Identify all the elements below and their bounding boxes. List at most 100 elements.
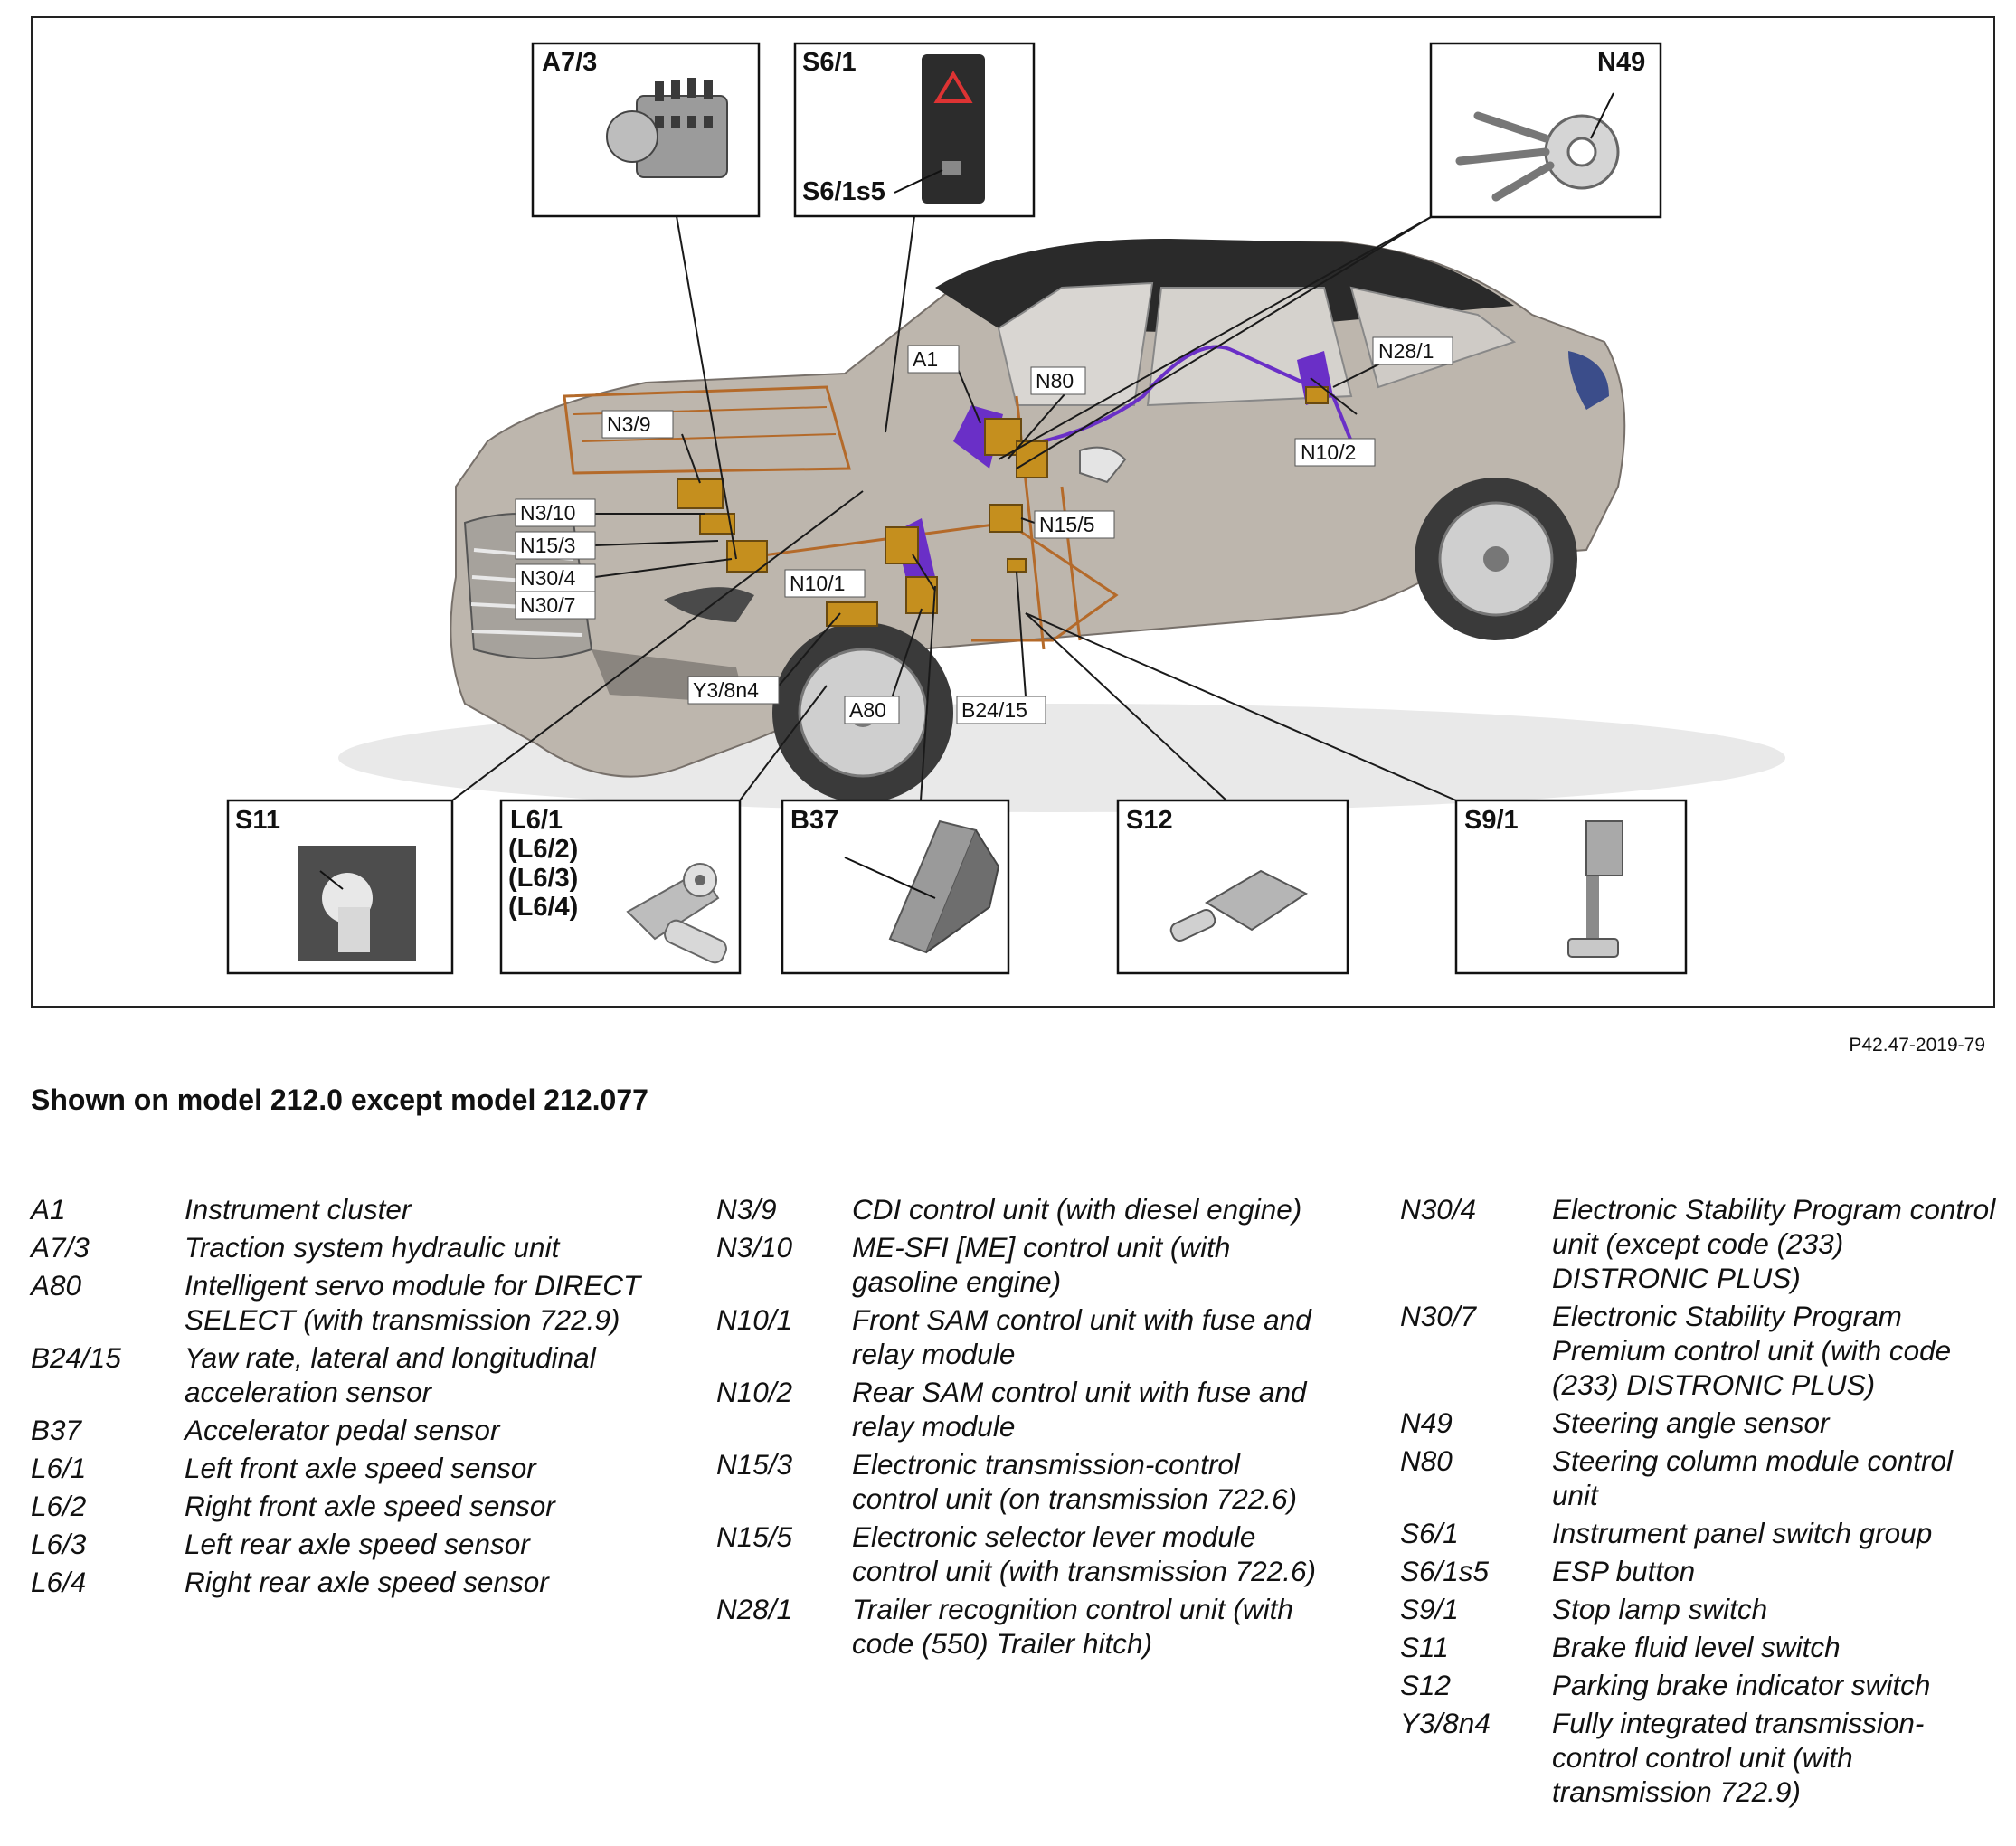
legend-description: Electronic transmission-control control … [852,1448,1297,1515]
legend-description: Brake fluid level switch [1552,1631,1841,1663]
legend-description: Fully integrated transmission-control co… [1552,1707,1925,1808]
legend-code: A1 [31,1193,66,1226]
legend-description: Right front axle speed sensor [185,1490,555,1522]
legend-description: Yaw rate, lateral and longitudinal accel… [185,1341,596,1408]
legend-code: N28/1 [716,1593,793,1625]
legend-description: Trailer recognition control unit (with c… [852,1593,1293,1660]
legend-description: Left rear axle speed sensor [185,1528,530,1560]
legend-code: L6/1 [31,1452,87,1484]
legend-description: Electronic Stability Program control uni… [1552,1193,1996,1294]
legend-item: S11 Brake fluid level switch [1400,1630,1997,1664]
legend-code: N10/2 [716,1376,793,1408]
legend-code: N49 [1400,1406,1453,1439]
box-l6-label-4: (L6/4) [508,893,578,922]
vehicle-callouts: A1 N80 N28/1 N10/2 N3/9 N3/10 N15/3 N30/… [515,336,1453,724]
box-s11: S11 [226,799,454,975]
legend-description: CDI control unit (with diesel engine) [852,1193,1302,1226]
legend-description: Electronic Stability Program Premium con… [1552,1300,1952,1401]
legend-description: Electronic selector lever module control… [852,1520,1316,1587]
legend-description: Right rear axle speed sensor [185,1566,549,1598]
legend-description: Instrument cluster [185,1193,412,1226]
callout-n28-1: N28/1 [1378,339,1434,363]
legend-code: B37 [31,1414,82,1446]
legend-description: Rear SAM control unit with fuse and rela… [852,1376,1307,1443]
legend-code: N15/5 [716,1520,793,1553]
box-s11-label: S11 [235,806,280,835]
legend-description: Steering angle sensor [1552,1406,1830,1439]
callout-n10-1: N10/1 [790,572,845,595]
legend-item: A7/3 Traction system hydraulic unit [31,1230,646,1264]
callout-a80: A80 [849,698,886,722]
legend-code: B24/15 [31,1341,121,1374]
box-l6-label-1: L6/1 [510,806,563,835]
callout-n10-2: N10/2 [1301,440,1356,464]
legend-description: Steering column module control unit [1552,1444,1953,1511]
legend-code: L6/2 [31,1490,87,1522]
legend-item: A1 Instrument cluster [31,1192,646,1226]
box-l6-label-3: (L6/3) [508,864,578,893]
car-illustration [338,238,1785,812]
accelerator-pedal-image [844,819,1000,954]
parking-brake-switch-image [1169,869,1308,942]
legend-code: S11 [1400,1631,1449,1663]
legend-code: A7/3 [31,1231,90,1264]
steering-angle-sensor-image [1455,92,1620,202]
legend-code: N3/9 [716,1193,777,1226]
legend-description: Traction system hydraulic unit [185,1231,560,1264]
callout-a1: A1 [913,347,938,371]
legend-description: ESP button [1552,1555,1696,1587]
legend-item: S9/1 Stop lamp switch [1400,1592,1997,1626]
legend-item: Y3/8n4 Fully integrated transmission-cont… [1400,1706,1997,1809]
callout-n15-3: N15/3 [520,534,575,557]
box-s9-1: S9/1 [1454,799,1688,975]
legend-item: N30/4 Electronic Stability Program contro… [1400,1192,1997,1295]
box-n49: N49 [1429,42,1662,219]
callout-y3-8n4: Y3/8n4 [693,678,759,702]
legend-description: Stop lamp switch [1552,1593,1768,1625]
callout-n3-9: N3/9 [607,412,651,436]
hydraulic-unit-image [606,78,728,178]
leader-lines [451,215,1457,801]
box-s12: S12 [1116,799,1349,975]
legend-item: N15/5 Electronic selector lever module co… [716,1519,1331,1588]
callout-n3-10: N3/10 [520,501,575,525]
legend-item: L6/2 Right front axle speed sensor [31,1489,646,1523]
box-n49-label: N49 [1597,48,1645,77]
caption: Shown on model 212.0 except model 212.07… [31,1084,648,1116]
legend-code: N30/4 [1400,1193,1477,1226]
legend-column-2: N3/9 CDI control unit (with diesel engine… [716,1192,1331,1664]
box-l6-label-2: (L6/2) [508,835,578,864]
box-s6-1-label: S6/1 [802,48,857,77]
vehicle-component-diagram: A7/3 S6/1 S6/1s5 N49 [31,16,1995,1008]
box-b37-label: B37 [790,806,838,835]
axle-speed-sensor-image [626,863,727,964]
box-s12-label: S12 [1126,806,1173,835]
legend-item: N49 Steering angle sensor [1400,1406,1997,1440]
legend-item: N3/9 CDI control unit (with diesel engine… [716,1192,1331,1226]
legend-description: Intelligent servo module for DIRECT SELE… [185,1269,641,1336]
brake-fluid-switch-image [298,846,416,961]
figure-id: P42.47-2019-79 [1849,1035,1985,1056]
legend-code: L6/4 [31,1566,87,1598]
legend-column-3: N30/4 Electronic Stability Program contro… [1400,1192,1997,1813]
callout-b24-15: B24/15 [961,698,1027,722]
legend-code: S9/1 [1400,1593,1459,1625]
legend-code: N3/10 [716,1231,793,1264]
legend-description: Parking brake indicator switch [1552,1669,1931,1701]
legend-code: S6/1 [1400,1517,1459,1549]
switch-group-image [922,54,985,204]
legend-code: Y3/8n4 [1400,1707,1491,1739]
legend-description: Front SAM control unit with fuse and rel… [852,1303,1311,1370]
box-s6-1: S6/1 S6/1s5 [793,42,1036,218]
